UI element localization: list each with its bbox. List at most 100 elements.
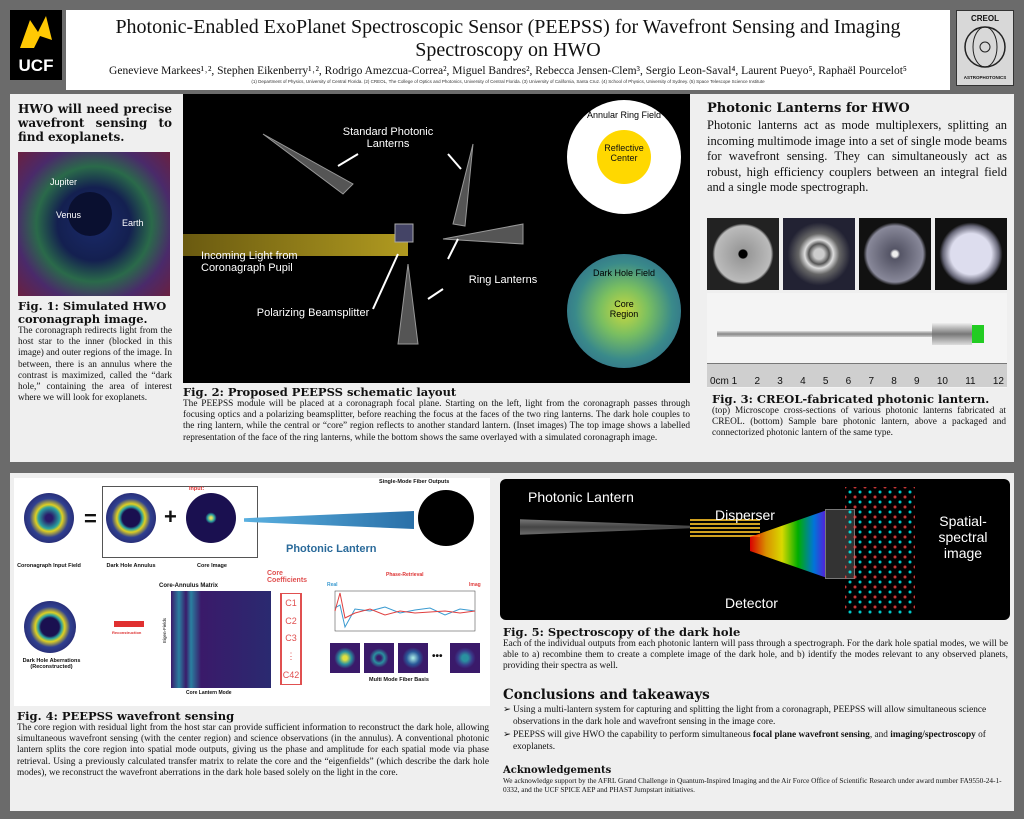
cross-section-4 — [935, 218, 1007, 290]
label-input-field: Coronagraph Input Field — [17, 563, 81, 569]
label-standard-lanterns: Standard Photonic Lanterns — [342, 126, 434, 150]
lanterns-column: Photonic Lanterns for HWO Photonic lante… — [707, 101, 1007, 196]
label-core-region: Core Region — [609, 299, 639, 319]
conclusion-item: ➢ Using a multi-lantern system for captu… — [503, 705, 987, 727]
ruler-tick-label: 6 — [845, 376, 852, 387]
mode-1 — [330, 643, 360, 673]
lanterns-text: Photonic lanterns act as mode multiplexe… — [707, 118, 1007, 194]
fig4-title: Fig. 4: PEEPSS wavefront sensing — [17, 709, 235, 723]
coef-c42: C42 — [282, 670, 300, 681]
ruler-tick-label: 2 — [754, 376, 761, 387]
label-real: Real — [327, 582, 338, 588]
conclusions-section: Conclusions and takeaways ➢ Using a mult… — [503, 687, 1008, 755]
lanterns-heading: Photonic Lanterns for HWO — [707, 101, 910, 116]
coefficient-vector: C1 C2 C3 ⋮ C42 — [280, 593, 302, 685]
ruler-tick-label: 9 — [914, 376, 920, 387]
smf-outputs-disk — [418, 490, 474, 546]
fig1-title: Fig. 1: Simulated HWO coronagraph image. — [18, 299, 167, 326]
label-reconstruction: Reconstruction — [112, 630, 142, 635]
label-annular-ring: Annular Ring Field — [586, 110, 662, 120]
conclusions-heading: Conclusions and takeaways — [503, 687, 710, 703]
label-eigen-fields: Eigen-Fields — [162, 617, 168, 644]
dark-hole-inset: Dark Hole Field Core Region — [567, 254, 681, 368]
intro-heading: HWO will need precise wavefront sensing … — [18, 102, 172, 144]
creol-logo-subtext: ASTROPHOTONICS — [963, 75, 1007, 80]
cross-section-3 — [859, 218, 931, 290]
ruler-tick-label: 12 — [992, 376, 1004, 387]
coronagraph-image: Jupiter Venus Earth — [18, 152, 170, 296]
photonic-lantern-shape — [244, 511, 414, 529]
label-core-coefficients: Core Coefficients — [267, 570, 308, 584]
coef-ellipsis: ⋮ — [286, 651, 296, 662]
mode-10 — [364, 643, 394, 673]
label-phase-retrieval: Phase-Retrieval — [386, 572, 424, 578]
coef-c1: C1 — [285, 597, 297, 608]
incoming-beam — [183, 234, 408, 256]
ucf-logo-text: UCF — [18, 56, 54, 75]
fig2-title: Fig. 2: Proposed PEEPSS schematic layout — [183, 385, 457, 399]
ack-heading: Acknowledgements — [503, 765, 612, 776]
input-field-disk — [24, 493, 74, 543]
ruler-tick-label: 8 — [891, 376, 897, 387]
fig3-text: (top) Microscope cross-sections of vario… — [712, 406, 1006, 439]
fig1-caption: Fig. 1: Simulated HWO coronagraph image.… — [18, 300, 172, 404]
affiliations: (1) Department of Physics, University of… — [251, 79, 765, 84]
label-mmf-basis: Multi Mode Fiber Basis — [369, 677, 429, 683]
microscope-cross-sections — [707, 218, 1007, 290]
fig1-text: The coronagraph redirects light from the… — [18, 326, 172, 404]
lantern-drawings — [262, 133, 524, 345]
conclusion-text: PEEPSS will give HWO the capability to p… — [513, 730, 754, 740]
fig5-title: Fig. 5: Spectroscopy of the dark hole — [503, 625, 741, 639]
mode-ellipsis: ••• — [432, 651, 443, 662]
ruler-tick-label: 3 — [777, 376, 783, 387]
ruler-tick-label: 10 — [936, 376, 948, 387]
mode-basis-row: ••• — [330, 643, 480, 673]
ruler-tick-label: 11 — [965, 376, 976, 387]
label-dark-hole-aberrations: Dark Hole Aberrations (Reconstructed) — [22, 658, 81, 670]
label-photonic-lantern: Photonic Lantern — [286, 543, 377, 555]
label-ring-lanterns: Ring Lanterns — [468, 274, 538, 286]
lantern-shape — [520, 519, 690, 535]
spatial-spectral-dots — [845, 487, 915, 615]
reconstruction-arrow — [114, 621, 144, 627]
astrophotonics-emblem-icon — [964, 26, 1006, 68]
label-jupiter: Jupiter — [50, 177, 78, 187]
creol-logo: CREOL ASTROPHOTONICS — [956, 10, 1014, 86]
label-core-lantern-mode: Core Lantern Mode — [186, 690, 232, 696]
creol-logo-text: CREOL — [971, 14, 999, 23]
phase-retrieval-plot — [334, 590, 476, 632]
conclusion-bold: focal plane wavefront sensing — [753, 730, 870, 740]
fig2-caption: Fig. 2: Proposed PEEPSS schematic layout… — [183, 385, 690, 444]
fig2-schematic: Standard Photonic Lanterns Incoming Ligh… — [183, 94, 690, 383]
fig2-text: The PEEPSS module will be placed at a co… — [183, 399, 690, 443]
core-image-disk — [186, 493, 236, 543]
mode-20 — [398, 643, 428, 673]
plus-sign: + — [164, 504, 177, 529]
label-disperser: Disperser — [715, 507, 775, 523]
author-list: Genevieve Markees¹˒², Stephen Eikenberry… — [109, 65, 907, 77]
label-spatial-spectral-image: Spatial-spectral image — [938, 513, 988, 561]
label-smf-outputs: Single-Mode Fiber Outputs — [379, 479, 450, 485]
coef-c2: C2 — [285, 615, 297, 626]
cross-section-1 — [707, 218, 779, 290]
conclusion-item: ➢ PEEPSS will give HWO the capability to… — [503, 730, 986, 752]
fig5-spectroscopy-image: Photonic Lantern Disperser Detector Spat… — [500, 479, 1010, 620]
fig4-caption: Fig. 4: PEEPSS wavefront sensing The cor… — [17, 709, 489, 779]
label-imag: Imag — [469, 582, 481, 588]
ruler-tick-label: 0cm 1 — [710, 376, 738, 387]
fig5-text: Each of the individual outputs from each… — [503, 639, 1008, 672]
label-annulus: Dark Hole Annulus — [106, 563, 156, 569]
reflective-center: Reflective Center — [597, 130, 651, 184]
intro-column: HWO will need precise wavefront sensing … — [18, 102, 172, 144]
fc-connector — [932, 323, 972, 345]
acknowledgements: Acknowledgements We acknowledge support … — [503, 765, 1008, 794]
coef-c3: C3 — [285, 633, 297, 644]
reconstructed-disk — [24, 601, 76, 653]
ruler-tick-label: 7 — [868, 376, 875, 387]
label-detector: Detector — [725, 595, 778, 611]
label-input: Input: — [189, 486, 205, 492]
ack-text: We acknowledge support by the AFRL Grand… — [503, 776, 1002, 794]
label-earth: Earth — [122, 218, 144, 228]
